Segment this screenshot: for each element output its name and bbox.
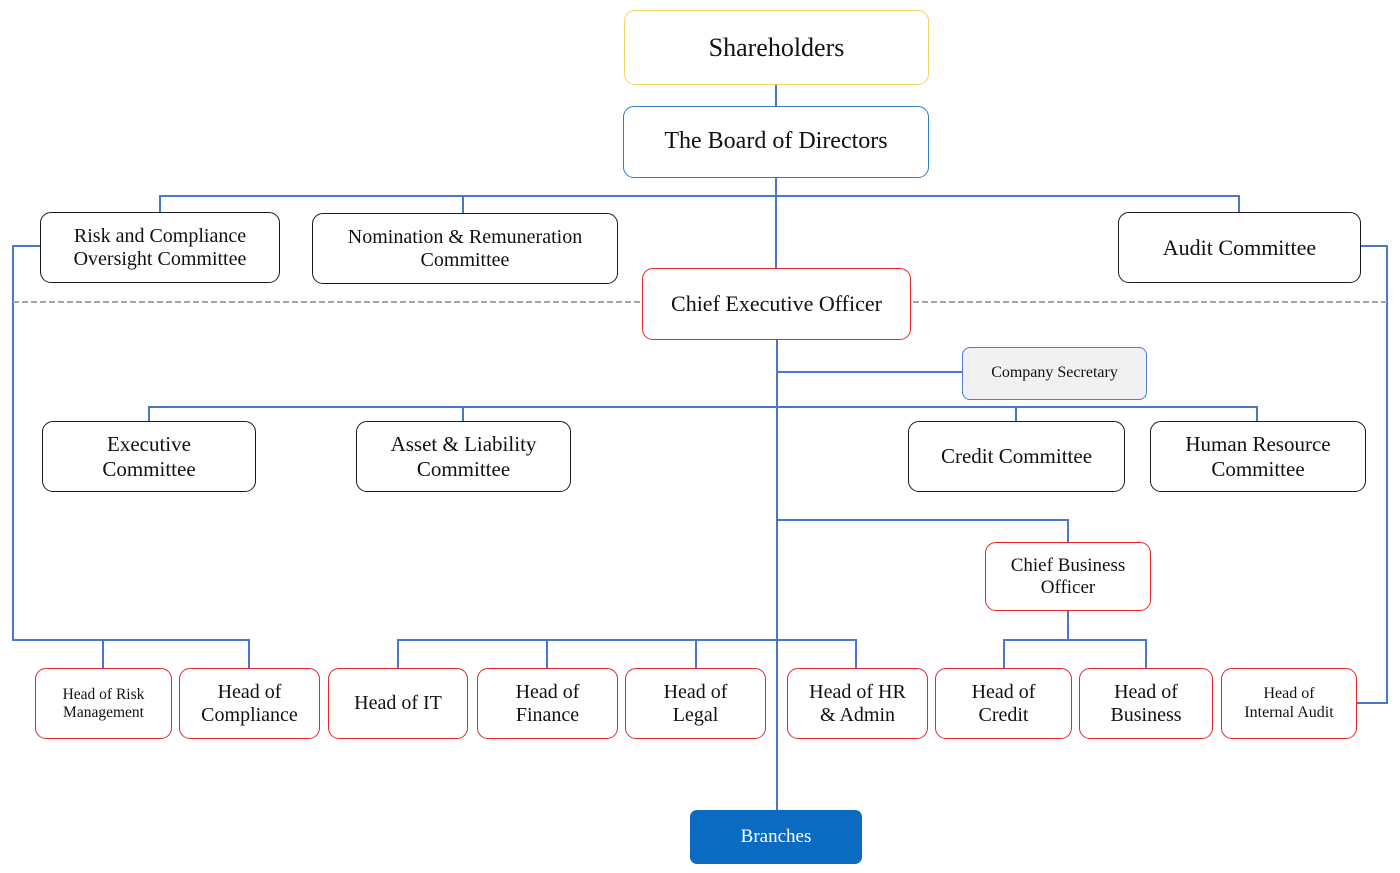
node-label: Chief Executive Officer — [671, 291, 882, 317]
node-head-compliance[interactable]: Head of Compliance — [179, 668, 320, 739]
connector-ceo-heads — [397, 639, 857, 669]
node-risk-compliance-committee[interactable]: Risk and Compliance Oversight Committee — [40, 212, 280, 283]
node-label: Risk and Compliance Oversight Committee — [73, 224, 247, 270]
node-head-finance[interactable]: Head of Finance — [477, 668, 618, 739]
node-head-legal[interactable]: Head of Legal — [625, 668, 766, 739]
node-head-it[interactable]: Head of IT — [328, 668, 468, 739]
node-label: Chief Business Officer — [1010, 554, 1126, 598]
node-label: Shareholders — [708, 32, 845, 62]
node-label: Head of Compliance — [201, 680, 298, 726]
node-head-business[interactable]: Head of Business — [1079, 668, 1213, 739]
node-executive-committee[interactable]: Executive Committee — [42, 421, 256, 492]
node-company-secretary[interactable]: Company Secretary — [962, 347, 1147, 400]
node-label: Head of Business — [1110, 680, 1182, 726]
node-label: Head of Credit — [971, 680, 1036, 726]
connector-cbo-heads — [1003, 639, 1147, 669]
node-label: Executive Committee — [102, 432, 196, 481]
node-label: Audit Committee — [1162, 234, 1317, 260]
connector-risk-committee-heads — [12, 245, 250, 669]
node-credit-committee[interactable]: Credit Committee — [908, 421, 1125, 492]
node-label: Company Secretary — [991, 364, 1118, 382]
node-label: The Board of Directors — [664, 128, 888, 155]
node-label: Credit Committee — [940, 444, 1093, 469]
node-head-credit[interactable]: Head of Credit — [935, 668, 1072, 739]
node-label: Head of Risk Management — [62, 685, 145, 721]
node-label: Head of HR & Admin — [809, 680, 906, 726]
connector-ceo-committees — [148, 406, 1258, 421]
connector-ceo-cbo — [777, 519, 1069, 542]
node-head-risk-management[interactable]: Head of Risk Management — [35, 668, 172, 739]
node-head-internal-audit[interactable]: Head of Internal Audit — [1221, 668, 1357, 739]
node-head-hr-admin[interactable]: Head of HR & Admin — [787, 668, 928, 739]
node-label: Head of IT — [354, 692, 442, 714]
node-label: Head of Finance — [515, 680, 580, 726]
connector-board-committees — [159, 195, 1240, 212]
node-nomination-remuneration-committee[interactable]: Nomination & Remuneration Committee — [312, 213, 618, 284]
node-human-resource-committee[interactable]: Human Resource Committee — [1150, 421, 1366, 492]
node-asset-liability-committee[interactable]: Asset & Liability Committee — [356, 421, 571, 492]
node-label: Nomination & Remuneration Committee — [347, 225, 583, 271]
node-label: Branches — [740, 826, 812, 848]
node-shareholders[interactable]: Shareholders — [624, 10, 929, 85]
node-branches[interactable]: Branches — [690, 810, 862, 864]
node-chief-business-officer[interactable]: Chief Business Officer — [985, 542, 1151, 611]
node-label: Head of Legal — [663, 680, 728, 726]
connector-audit-internal-audit — [1356, 245, 1388, 704]
node-ceo[interactable]: Chief Executive Officer — [642, 268, 911, 340]
node-board-of-directors[interactable]: The Board of Directors — [623, 106, 929, 178]
node-label: Head of Internal Audit — [1244, 685, 1334, 721]
node-audit-committee[interactable]: Audit Committee — [1118, 212, 1361, 283]
node-label: Human Resource Committee — [1185, 432, 1331, 481]
node-label: Asset & Liability Committee — [390, 432, 537, 481]
